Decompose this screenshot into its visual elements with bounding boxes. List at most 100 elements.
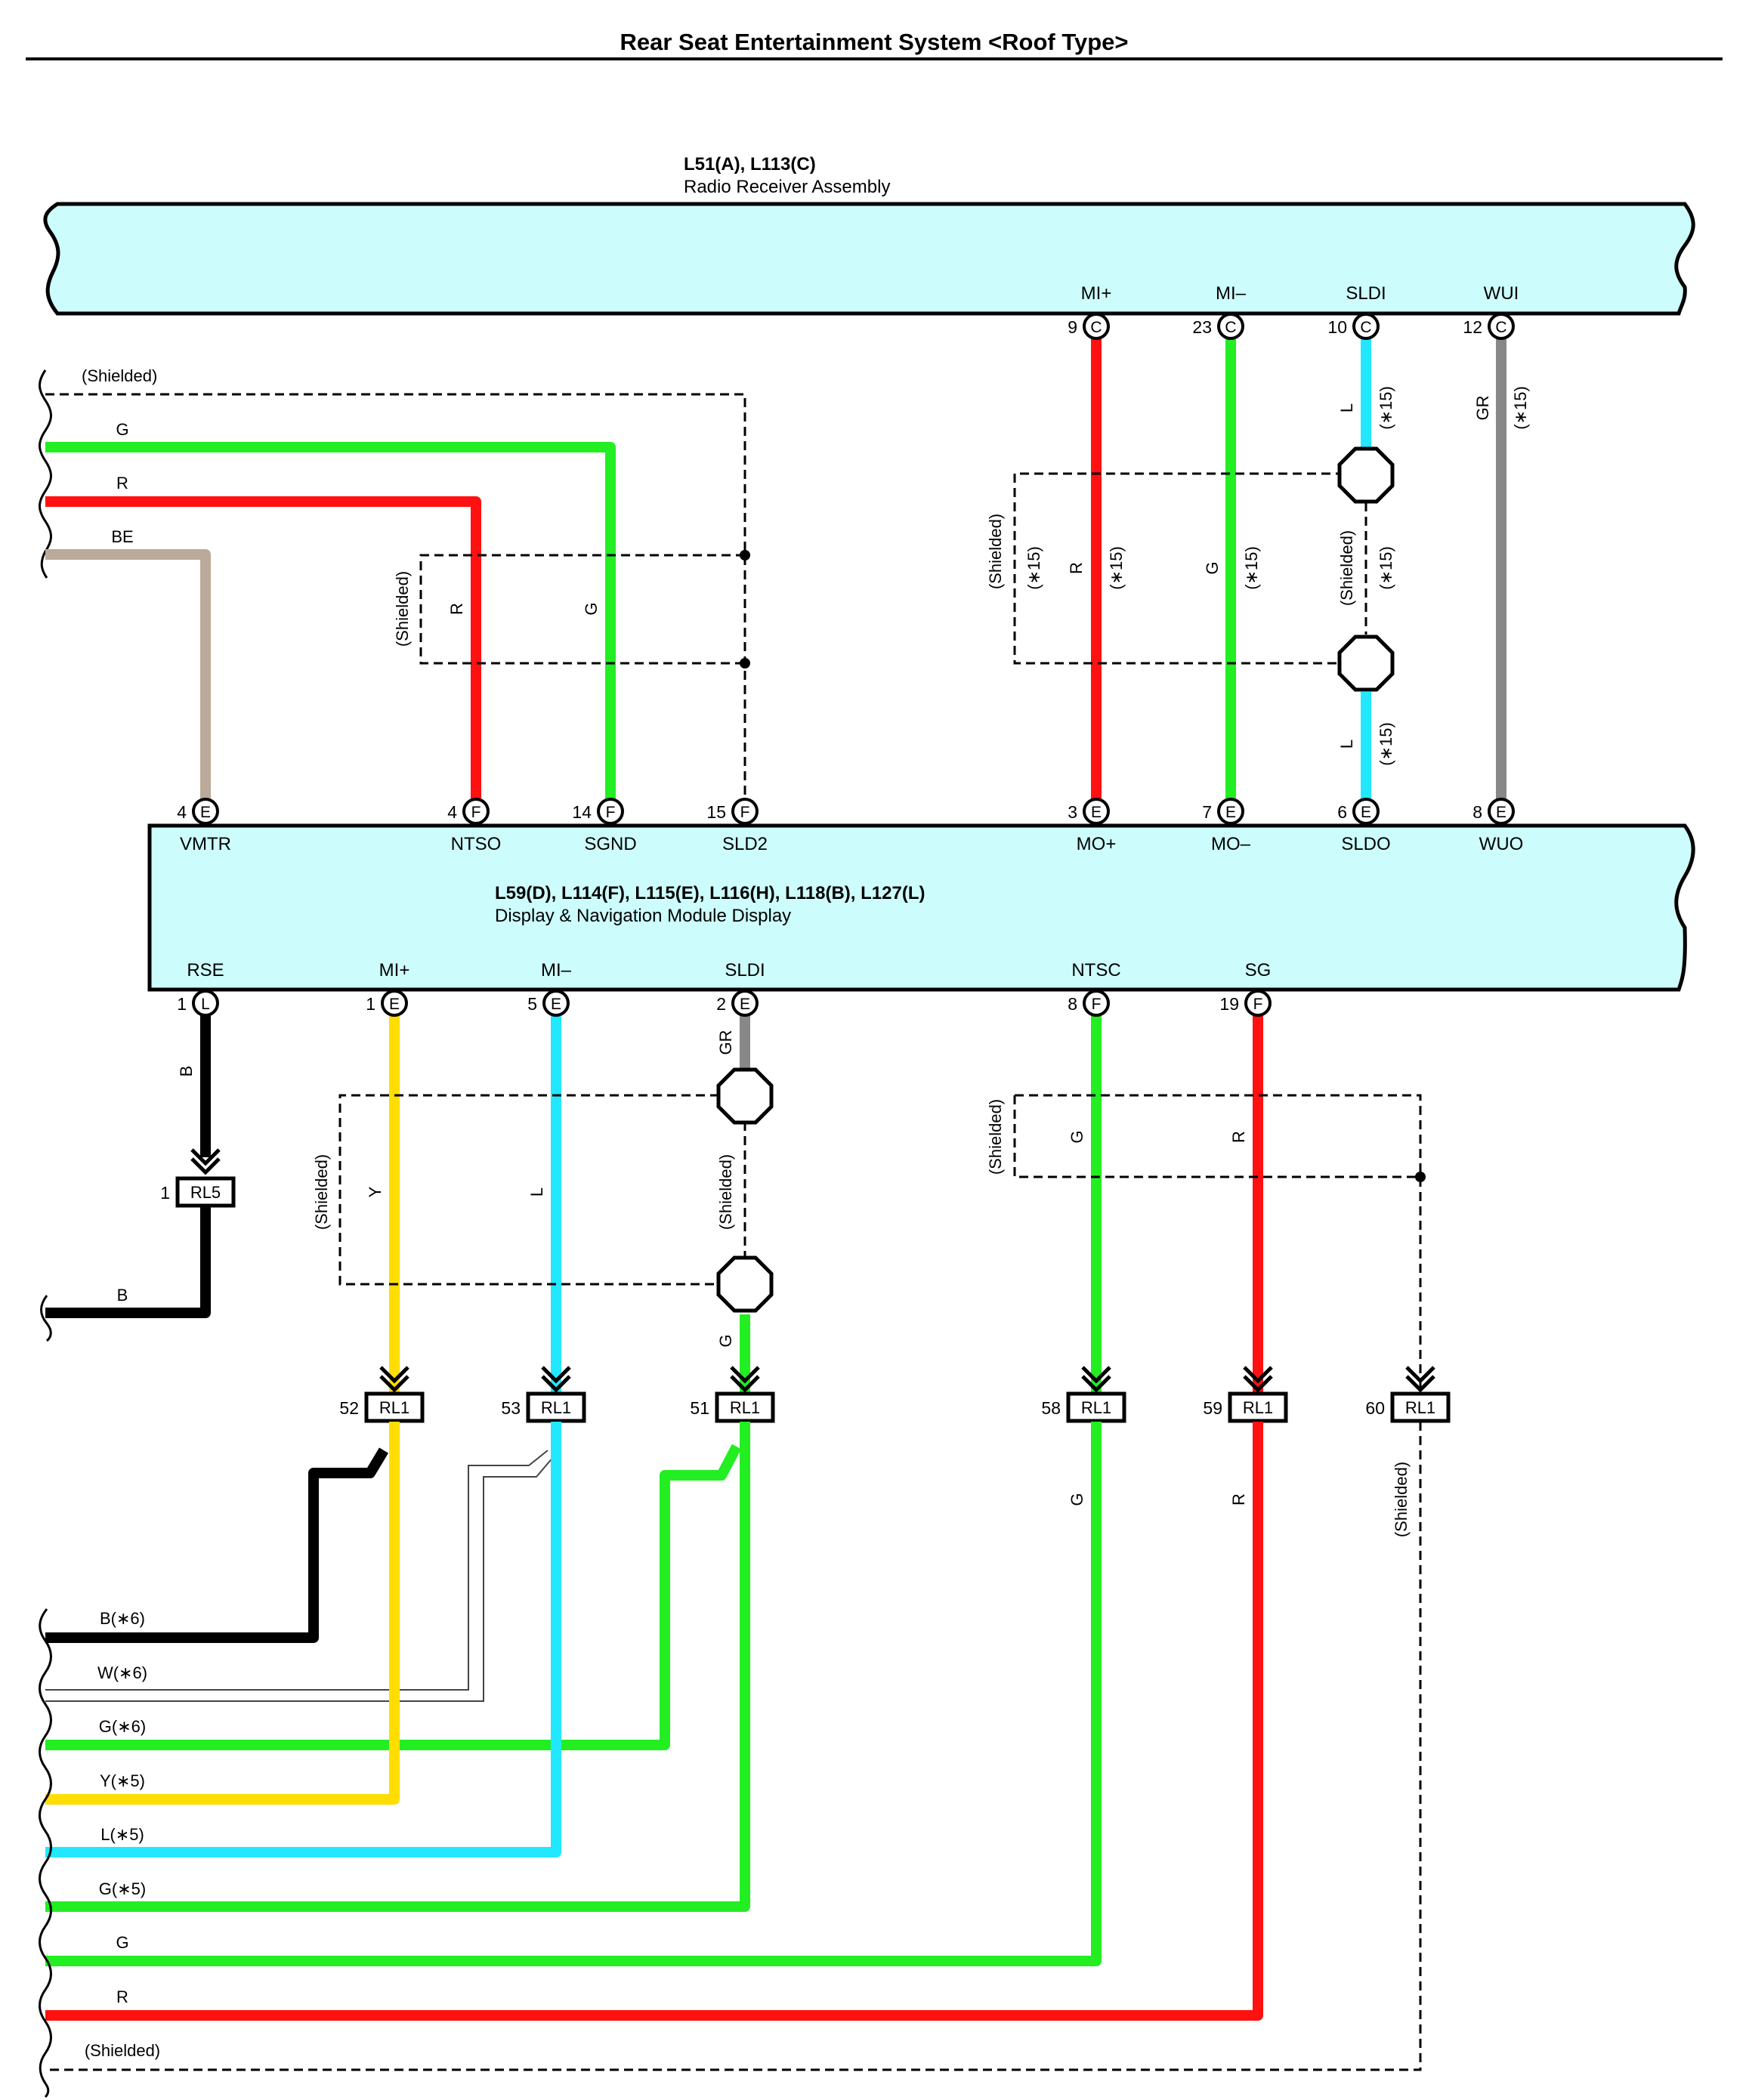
receiver-name: Radio Receiver Assembly	[684, 177, 890, 197]
display-pin-label: MO+	[1077, 834, 1117, 854]
shielded-label: (Shielded)	[986, 1099, 1005, 1175]
break-line	[39, 1608, 52, 2098]
wire-r-ntso	[45, 496, 481, 808]
junction-rl5: RL5 1	[160, 1148, 236, 1208]
wire-label: B(∗6)	[100, 1609, 145, 1628]
wire-be-vmtr	[45, 549, 211, 808]
junction-rl1-51: RL1 51	[690, 1366, 775, 1423]
break-line	[40, 1295, 52, 1342]
display-pin-label: SLDO	[1341, 834, 1390, 854]
wire-label: L(∗5)	[100, 1825, 144, 1844]
note-15: (∗15)	[1377, 386, 1395, 430]
shielded-label: (Shielded)	[312, 1154, 331, 1230]
display-pin: E 7	[1202, 798, 1244, 825]
display-pin: F 14	[572, 798, 624, 825]
svg-text:51: 51	[690, 1398, 709, 1418]
svg-text:52: 52	[339, 1398, 359, 1418]
wire-b-6	[45, 1447, 389, 1643]
wire-label-r: R	[116, 474, 128, 493]
shielded-label: (Shielded)	[82, 366, 157, 385]
svg-text:1: 1	[177, 994, 187, 1014]
display-pin: E 2	[716, 990, 759, 1017]
svg-text:14: 14	[572, 802, 592, 822]
wire-label-be: BE	[111, 527, 133, 546]
display-pin: E 4	[177, 798, 219, 825]
junction-rl1-59: RL1 59	[1203, 1366, 1288, 1423]
wire-label-g: G	[116, 420, 128, 439]
page-title: Rear Seat Entertainment System <Roof Typ…	[620, 29, 1128, 55]
svg-text:RL5: RL5	[190, 1183, 221, 1202]
svg-text:7: 7	[1202, 802, 1212, 822]
shield-junction-dot	[740, 658, 750, 669]
wire-label: R	[116, 1987, 128, 2006]
svg-text:E: E	[389, 996, 400, 1013]
receiver-pin: C 10	[1327, 313, 1380, 340]
wire-label-b: B	[117, 1286, 128, 1305]
display-pin: E 3	[1068, 798, 1110, 825]
svg-text:E: E	[1091, 804, 1102, 821]
svg-text:RL1: RL1	[379, 1398, 409, 1417]
shield-box	[338, 1094, 719, 1286]
receiver-pin-label: MI–	[1216, 283, 1247, 304]
display-pin-label: VMTR	[180, 834, 231, 854]
svg-text:6: 6	[1337, 802, 1347, 822]
wire-label-g: G	[582, 602, 601, 615]
shield-line	[45, 393, 746, 808]
wire-g-5	[45, 1422, 750, 1912]
note-15: (∗15)	[1511, 386, 1530, 430]
display-pin: E 8	[1472, 798, 1515, 825]
display-pin: E 5	[527, 990, 570, 1017]
wire-label: G	[116, 1933, 128, 1952]
display-pin-label: RSE	[187, 960, 224, 981]
svg-text:F: F	[1253, 996, 1263, 1013]
display-pin-label: SLDI	[725, 960, 765, 981]
receiver-pin: C 12	[1463, 313, 1515, 340]
display-pin-label: NTSC	[1071, 960, 1120, 981]
display-pin-label: SLD2	[722, 834, 768, 854]
display-pin: F 19	[1219, 990, 1272, 1017]
svg-text:RL1: RL1	[730, 1398, 760, 1417]
display-pin-label: MO–	[1211, 834, 1251, 854]
svg-text:L: L	[201, 996, 210, 1013]
svg-text:F: F	[606, 804, 616, 821]
shield-box	[1013, 1095, 1420, 1178]
svg-text:4: 4	[447, 802, 457, 822]
receiver-code: L51(A), L113(C)	[684, 154, 816, 174]
display-pin: F 8	[1068, 990, 1110, 1017]
wire-label-b: B	[177, 1066, 196, 1077]
inner-shield-box	[419, 554, 745, 665]
svg-text:F: F	[1092, 996, 1102, 1013]
svg-text:C: C	[1090, 319, 1102, 336]
display-pin-label: NTSO	[451, 834, 502, 854]
svg-text:RL1: RL1	[1243, 1398, 1273, 1417]
receiver-pin-label: WUI	[1484, 283, 1519, 304]
wire-label-gr: GR	[1473, 396, 1492, 421]
wire-label: G(∗5)	[99, 1879, 146, 1898]
receiver-pin: C 9	[1068, 313, 1110, 340]
receiver-pin-label: SLDI	[1346, 283, 1386, 304]
wire-label-r: R	[1229, 1131, 1248, 1143]
break-line	[39, 369, 52, 579]
shield-line	[45, 1422, 1422, 2071]
wire-label-l: L	[1337, 403, 1356, 412]
receiver-pin-label: MI+	[1081, 283, 1112, 304]
svg-text:C: C	[1495, 319, 1506, 336]
display-pin-label: MI+	[379, 960, 410, 981]
wire-l-5	[45, 1422, 561, 1858]
svg-text:15: 15	[706, 802, 726, 822]
shield-splice-octagon	[716, 1067, 774, 1125]
shield-splice-octagon	[1337, 635, 1395, 692]
svg-text:F: F	[471, 804, 481, 821]
svg-text:E: E	[1496, 804, 1506, 821]
wire-label-g: G	[1068, 1493, 1086, 1506]
wire-label-r: R	[1067, 562, 1086, 574]
wire-w-6	[45, 1450, 548, 1691]
svg-text:E: E	[200, 804, 211, 821]
wire-w-6	[45, 1456, 555, 1702]
display-code: L59(D), L114(F), L115(E), L116(H), L118(…	[495, 883, 925, 903]
svg-text:F: F	[740, 804, 750, 821]
note-15: (∗15)	[1377, 546, 1395, 590]
shielded-label: (Shielded)	[85, 2041, 160, 2060]
wire-label-y: Y	[366, 1186, 385, 1197]
wire-label-gr: GR	[716, 1030, 735, 1055]
